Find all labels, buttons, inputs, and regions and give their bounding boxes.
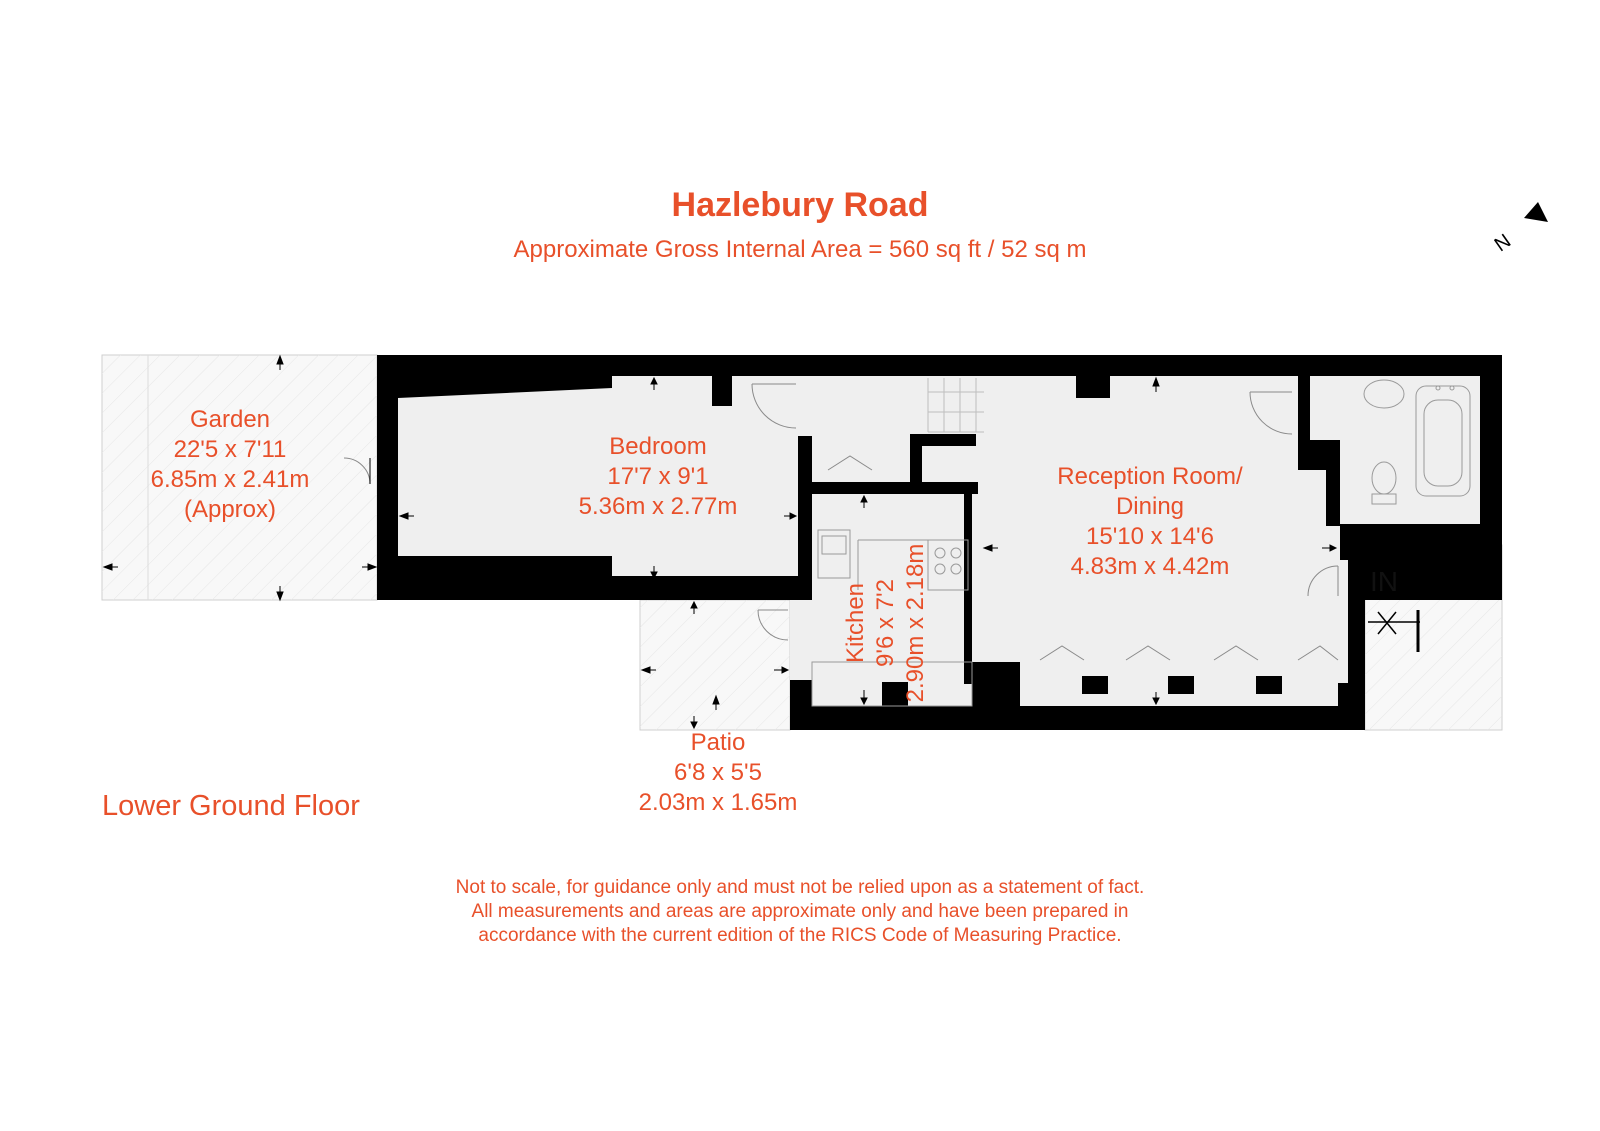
room-name: Reception Room/	[1057, 463, 1243, 490]
room-name: Garden	[189, 406, 271, 433]
north-arrow-icon: N	[1491, 200, 1554, 265]
room-imperial: 9'6 x 7'2	[872, 579, 899, 667]
patio-area	[639, 599, 791, 731]
room-imperial: 22'5 x 7'11	[173, 436, 287, 463]
reception-label: Reception Room/ Dining 15'10 x 14'6 4.83…	[1030, 462, 1270, 582]
room-imperial: 6'8 x 5'5	[674, 759, 762, 786]
floor-label: Lower Ground Floor	[102, 790, 360, 822]
room-metric: 6.85m x 2.41m	[150, 466, 310, 493]
room-metric: 2.90m x 2.18m	[902, 543, 929, 703]
patio-label: Patio 6'8 x 5'5 2.03m x 1.65m	[618, 728, 818, 818]
bathroom-fittings	[1363, 379, 1471, 505]
interior-floors	[398, 376, 1480, 706]
area-subtitle: Approximate Gross Internal Area = 560 sq…	[513, 236, 1087, 263]
room-metric: 5.36m x 2.77m	[578, 493, 738, 520]
plan-title: Hazlebury Road	[671, 186, 929, 224]
garden-label: Garden 22'5 x 7'11 6.85m x 2.41m (Approx…	[130, 405, 330, 525]
disclaimer: Not to scale, for guidance only and must…	[0, 876, 1600, 948]
room-note: (Approx)	[183, 496, 277, 523]
dimension-arrows	[102, 354, 1338, 730]
room-imperial: 15'10 x 14'6	[1086, 523, 1214, 550]
entrance-arrow-icon	[1348, 573, 1420, 652]
disclaimer-line: Not to scale, for guidance only and must…	[455, 877, 1145, 898]
room-imperial: 17'7 x 9'1	[607, 463, 709, 490]
room-metric: 2.03m x 1.65m	[638, 789, 798, 816]
stairs	[927, 378, 984, 433]
doors	[343, 383, 1339, 661]
garden-area	[101, 354, 378, 601]
room-name: Patio	[690, 729, 746, 756]
room-metric: 4.83m x 4.42m	[1070, 553, 1230, 580]
entrance-label: IN	[1370, 566, 1398, 597]
room-name: Kitchen	[842, 582, 869, 664]
bedroom-label: Bedroom 17'7 x 9'1 5.36m x 2.77m	[558, 432, 758, 522]
disclaimer-line: All measurements and areas are approxima…	[471, 901, 1129, 922]
kitchen-label: Kitchen 9'6 x 7'2 2.90m x 2.18m	[841, 513, 931, 733]
room-name-cont: Dining	[1115, 493, 1185, 520]
disclaimer-line: accordance with the current edition of t…	[478, 925, 1122, 946]
kitchen-fittings	[811, 529, 973, 707]
room-name: Bedroom	[609, 433, 707, 460]
